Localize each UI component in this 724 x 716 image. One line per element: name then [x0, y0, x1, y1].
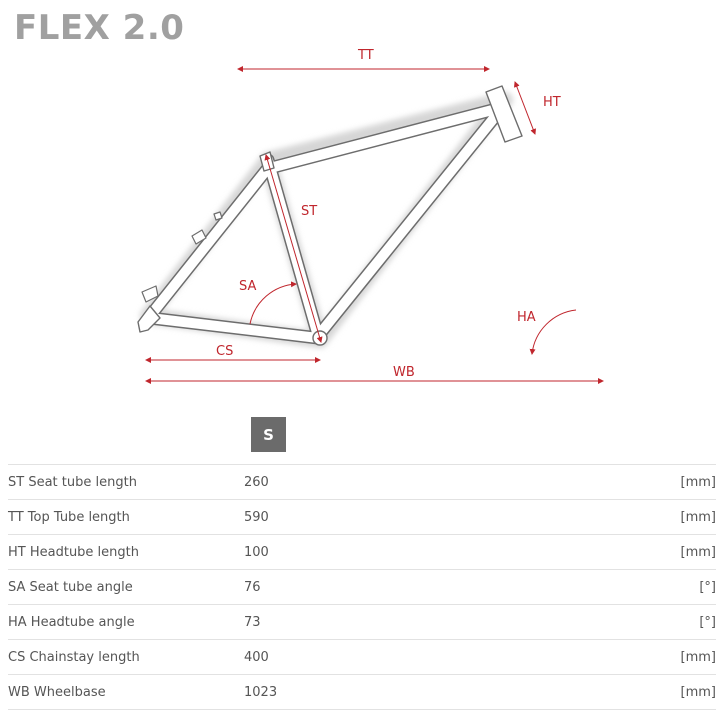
- geometry-table: ST Seat tube length 260 [mm] TT Top Tube…: [8, 464, 716, 710]
- row-label: SA Seat tube angle: [8, 569, 244, 605]
- table-row: ST Seat tube length 260 [mm]: [8, 464, 716, 500]
- st-dimension-line: [264, 154, 323, 343]
- row-unit: [mm]: [636, 674, 716, 710]
- row-unit: [°]: [636, 604, 716, 640]
- row-label: ST Seat tube length: [8, 464, 244, 500]
- row-value: 1023: [244, 674, 636, 710]
- row-label: CS Chainstay length: [8, 639, 244, 675]
- row-value: 260: [244, 464, 636, 500]
- table-row: CS Chainstay length 400 [mm]: [8, 639, 716, 675]
- ht-label: HT: [543, 95, 561, 110]
- row-label: HA Headtube angle: [8, 604, 244, 640]
- row-label: WB Wheelbase: [8, 674, 244, 710]
- row-unit: [mm]: [636, 499, 716, 535]
- table-row: TT Top Tube length 590 [mm]: [8, 499, 716, 535]
- tt-label: TT: [357, 48, 374, 63]
- page-title: FLEX 2.0: [14, 8, 185, 48]
- ht-dimension-line: [513, 81, 537, 135]
- row-value: 400: [244, 639, 636, 675]
- row-unit: [mm]: [636, 639, 716, 675]
- row-unit: [°]: [636, 569, 716, 605]
- row-unit: [mm]: [636, 464, 716, 500]
- row-unit: [mm]: [636, 534, 716, 570]
- ha-arc: [529, 309, 577, 355]
- row-value: 590: [244, 499, 636, 535]
- table-row: WB Wheelbase 1023 [mm]: [8, 674, 716, 710]
- size-s-badge[interactable]: S: [251, 417, 286, 452]
- row-value: 100: [244, 534, 636, 570]
- row-label: HT Headtube length: [8, 534, 244, 570]
- row-label: TT Top Tube length: [8, 499, 244, 535]
- table-row: HT Headtube length 100 [mm]: [8, 534, 716, 570]
- cs-label: CS: [216, 344, 233, 359]
- sa-label: SA: [239, 279, 256, 294]
- row-value: 73: [244, 604, 636, 640]
- wb-label: WB: [393, 365, 415, 380]
- frame-geometry-diagram: TT HT ST SA HA CS WB: [137, 48, 604, 384]
- ha-label: HA: [517, 310, 536, 325]
- row-value: 76: [244, 569, 636, 605]
- bike-frame: [137, 85, 523, 348]
- sa-arc: [249, 281, 297, 325]
- table-row: SA Seat tube angle 76 [°]: [8, 569, 716, 605]
- st-label: ST: [301, 204, 317, 219]
- table-row: HA Headtube angle 73 [°]: [8, 604, 716, 640]
